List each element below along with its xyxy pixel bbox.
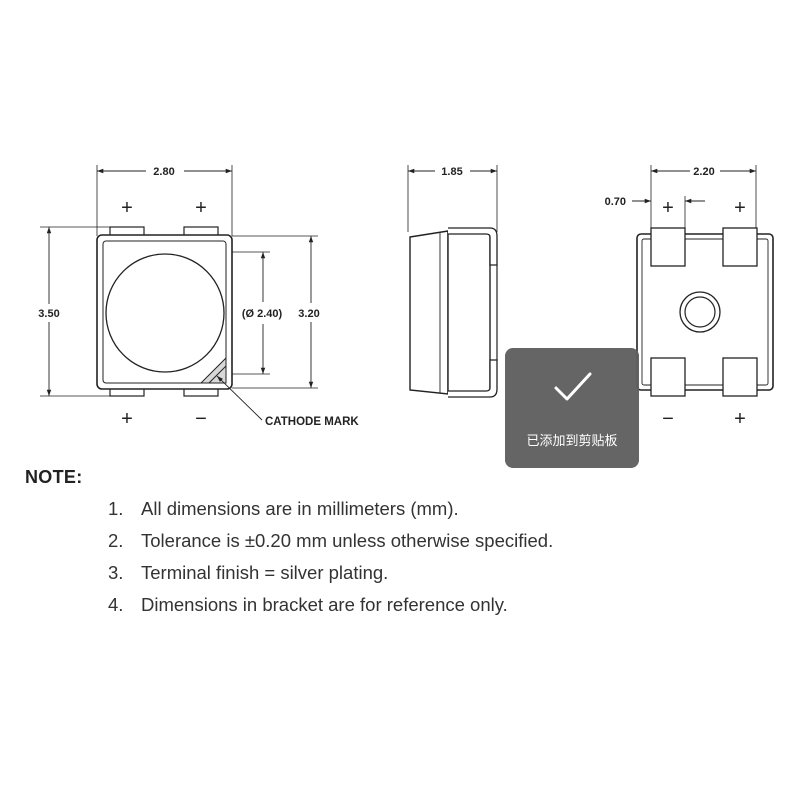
note-number: 3. [108, 562, 124, 583]
dim-bottom-width: 2.20 [693, 166, 714, 178]
dim-body-height: 3.20 [298, 308, 319, 320]
dim-side-thickness: 1.85 [441, 166, 462, 178]
dim-lens-diameter: (Ø 2.40) [242, 308, 283, 320]
minus-symbol: − [195, 408, 207, 430]
dimension-labels: 2.80 3.50 (Ø 2.40) 3.20 1.85 2.20 0.70 C… [38, 166, 714, 428]
polarity-symbols: + + + − + + − + [121, 197, 746, 430]
plus-symbol: + [734, 408, 746, 430]
list-item: 2. Tolerance is ±0.20 mm unless otherwise… [108, 530, 553, 562]
plus-symbol: + [121, 197, 133, 219]
note-text: Dimensions in bracket are for reference … [141, 594, 508, 615]
plus-symbol: + [662, 197, 674, 219]
clipboard-toast: 已添加到剪贴板 [505, 348, 639, 468]
plus-symbol: + [121, 408, 133, 430]
cathode-mark-label: CATHODE MARK [265, 416, 359, 428]
note-list: 1. All dimensions are in millimeters (mm)… [108, 498, 553, 626]
note-text: All dimensions are in millimeters (mm). [141, 498, 459, 519]
note-number: 1. [108, 498, 124, 519]
minus-symbol: − [662, 408, 674, 430]
dim-pad-width: 0.70 [605, 196, 626, 208]
top-view [40, 165, 318, 421]
dim-top-height: 3.50 [38, 308, 59, 320]
bottom-view [632, 165, 774, 397]
note-number: 4. [108, 594, 124, 615]
dim-top-width: 2.80 [153, 166, 174, 178]
note-text: Terminal finish = silver plating. [141, 562, 389, 583]
plus-symbol: + [734, 197, 746, 219]
plus-symbol: + [195, 197, 207, 219]
list-item: 1. All dimensions are in millimeters (mm)… [108, 498, 553, 530]
note-title: NOTE: [25, 467, 83, 487]
check-icon [554, 372, 592, 401]
note-number: 2. [108, 530, 124, 551]
toast-message: 已添加到剪贴板 [526, 433, 618, 448]
side-view [407, 165, 498, 398]
package-drawing: 2.80 3.50 (Ø 2.40) 3.20 1.85 2.20 0.70 C… [38, 165, 774, 430]
list-item: 4. Dimensions in bracket are for referenc… [108, 594, 553, 626]
list-item: 3. Terminal finish = silver plating. [108, 562, 553, 594]
note-text: Tolerance is ±0.20 mm unless otherwise s… [141, 530, 554, 551]
